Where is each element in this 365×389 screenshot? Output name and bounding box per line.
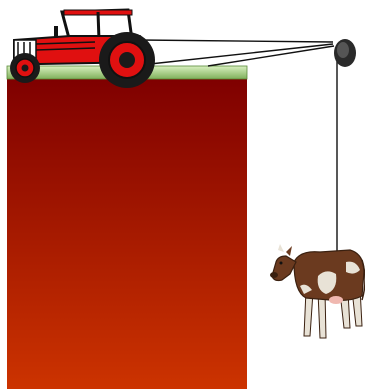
pulley: [334, 39, 356, 67]
cow: [270, 244, 365, 338]
cliff: [7, 78, 247, 389]
